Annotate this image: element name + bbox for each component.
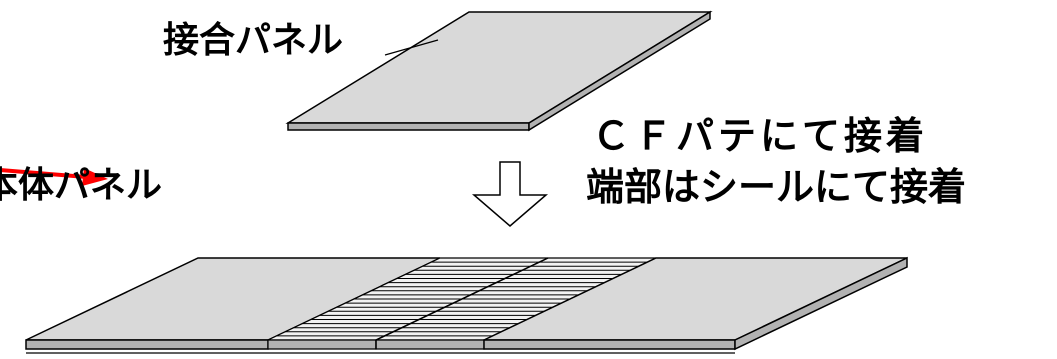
red-arrow-shaft <box>0 168 87 179</box>
red-right-arrow-icon <box>0 168 108 186</box>
center-seam-line <box>375 257 549 341</box>
right-joint-hatch-lines <box>384 261 648 337</box>
left-joint-front-edge <box>267 339 377 350</box>
right-body-panel-front-edge <box>483 339 736 350</box>
hollow-down-arrow-icon <box>471 161 549 227</box>
body-panel-label: 本体パネル <box>0 165 163 206</box>
joint-panel-leader-line <box>384 39 439 56</box>
joint-panel-side-edge <box>528 10 711 132</box>
left-body-panel-front-edge <box>25 339 269 350</box>
joint-panel-front-edge <box>287 122 530 131</box>
edge-seal-label: 端部はシールにて接着 <box>586 165 967 209</box>
right-joint-front-edge <box>375 339 485 350</box>
joint-panel <box>285 10 713 132</box>
red-arrow-head <box>82 168 108 186</box>
joint-panel-top-face <box>285 11 713 124</box>
right-body-panel-side-edge <box>734 256 908 351</box>
left-joint-hatch-lines <box>276 261 540 337</box>
cf-putty-label: ＣＦパテにて接着 <box>592 114 929 158</box>
joint-panel-label: 接合パネル <box>163 20 344 61</box>
body-panel-assembly <box>25 256 908 354</box>
